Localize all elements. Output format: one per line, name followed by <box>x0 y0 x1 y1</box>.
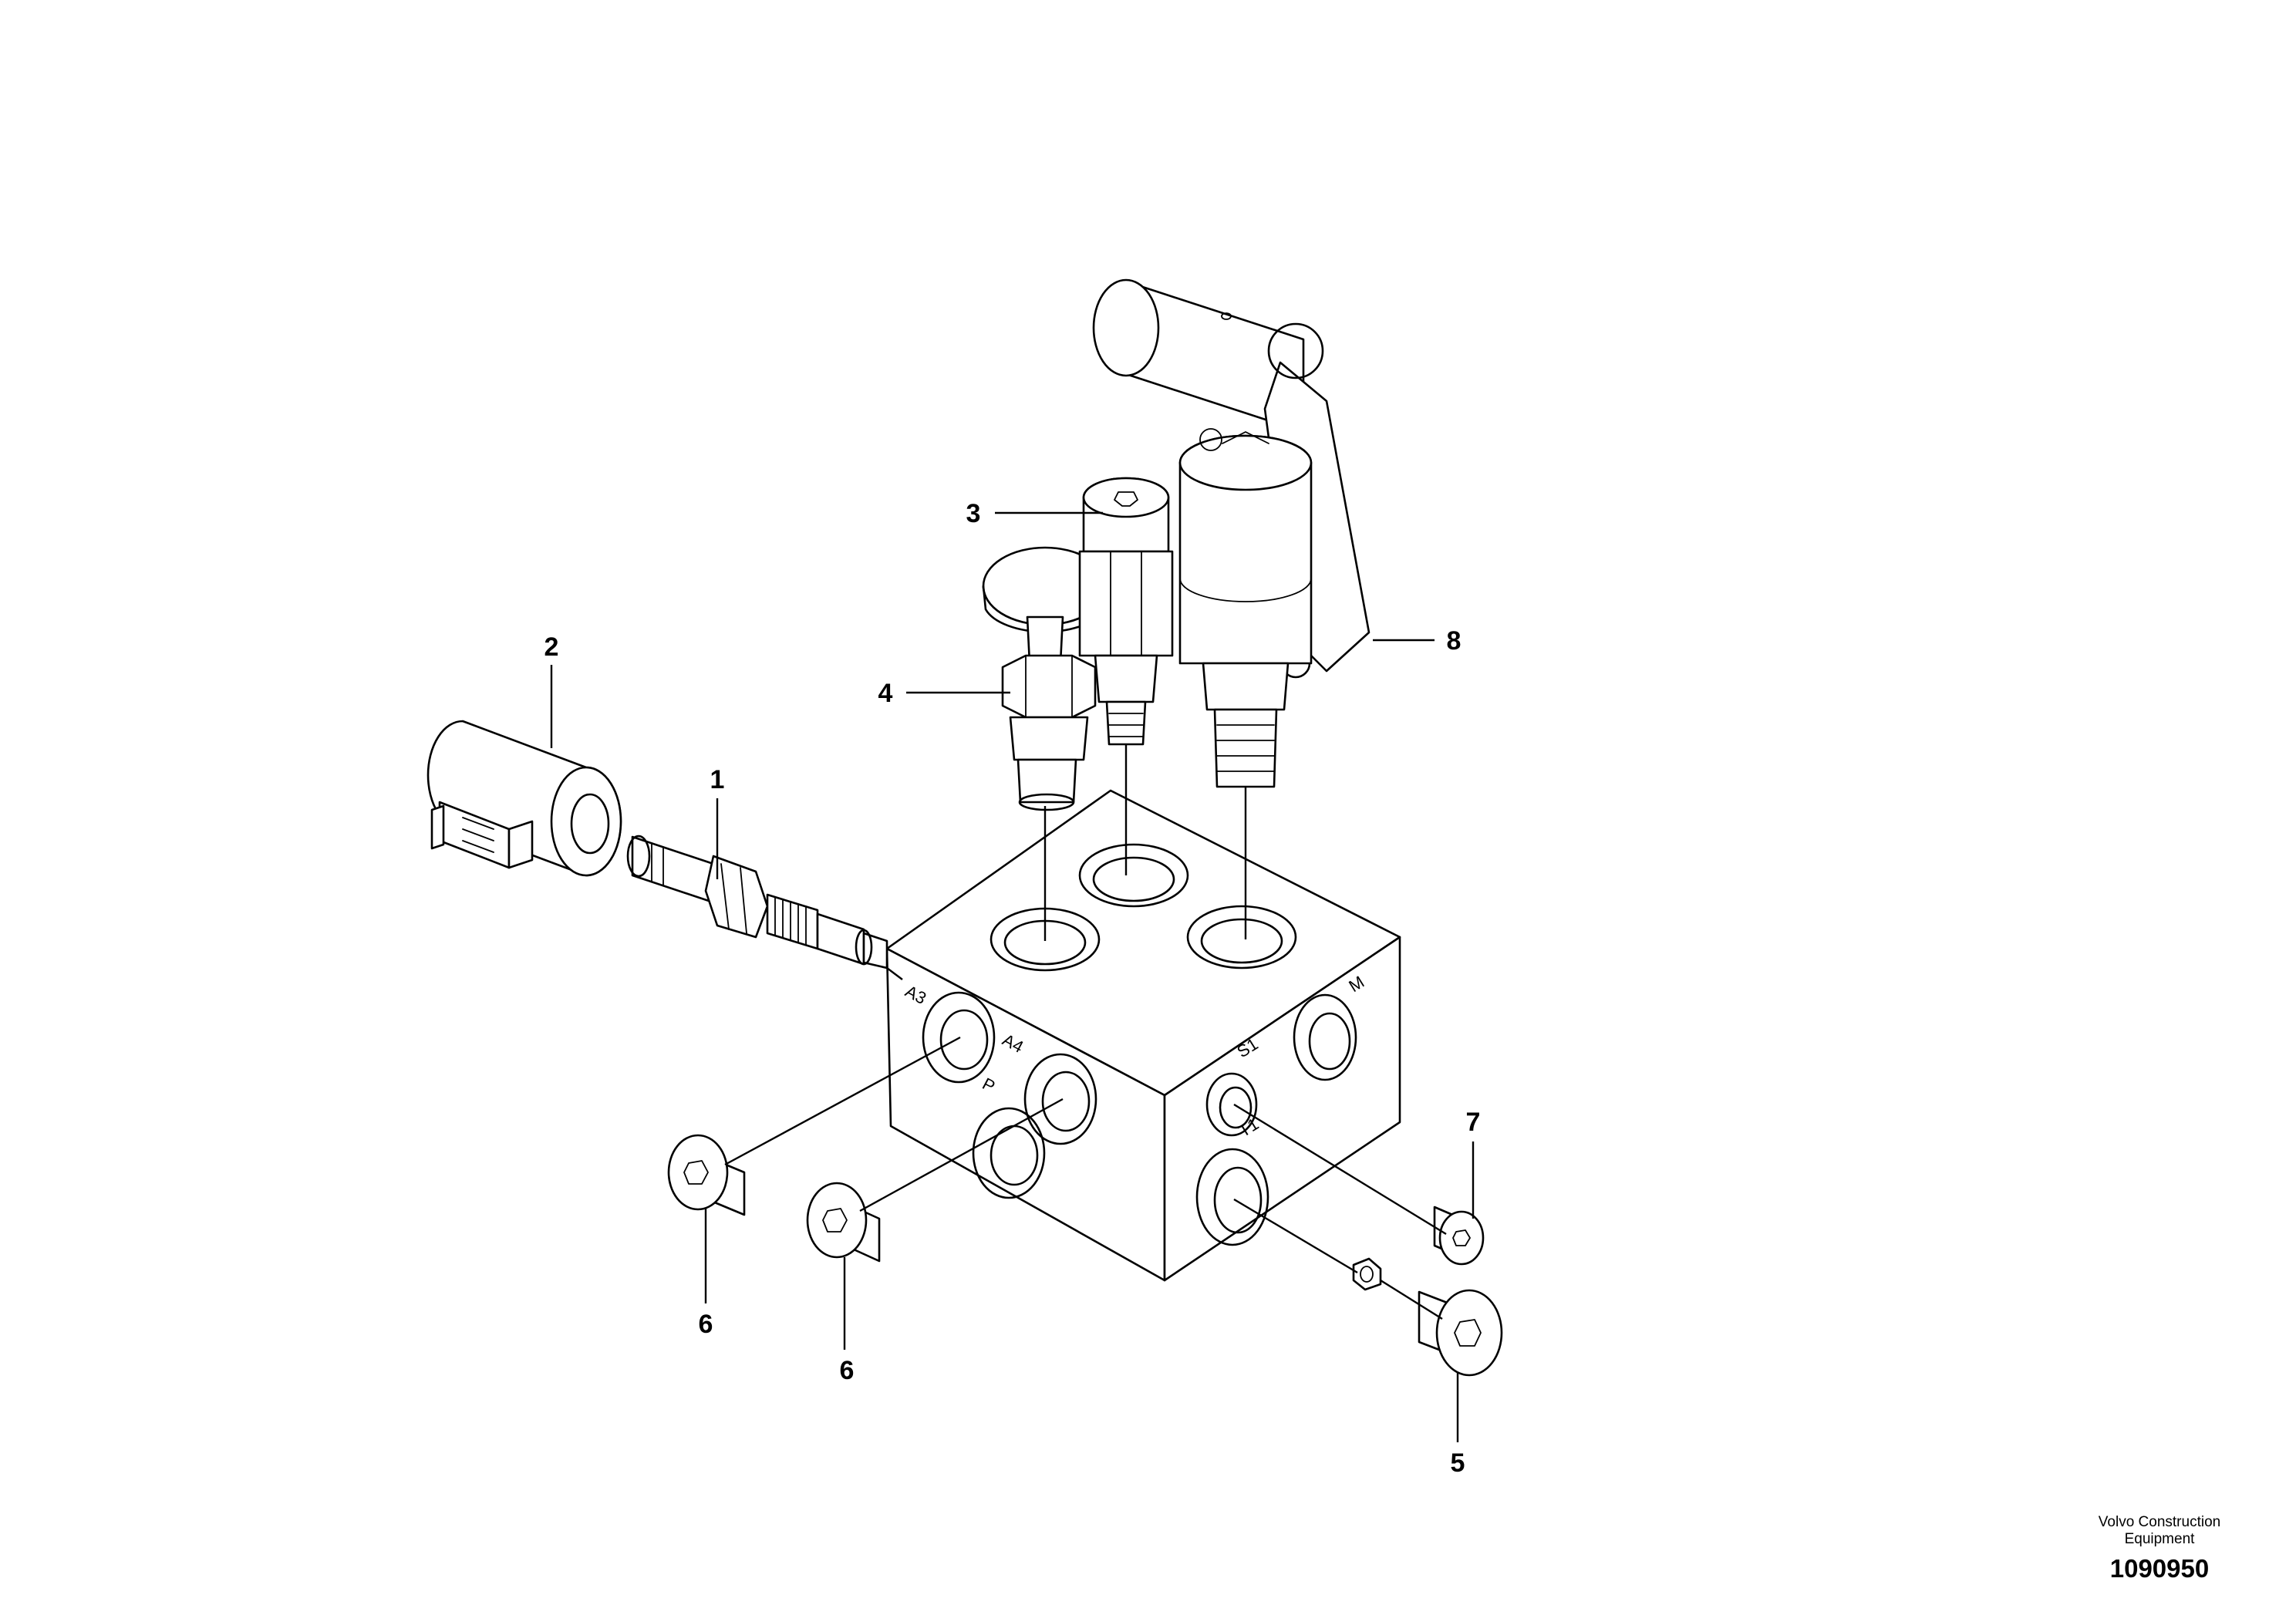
port-a4-bore <box>1023 1053 1097 1145</box>
top-bore-right <box>1186 905 1297 969</box>
leader-lines <box>550 511 1475 1442</box>
callout-8: 8 <box>1447 626 1462 656</box>
callout-7: 7 <box>1466 1108 1481 1137</box>
port-t1-bore <box>1195 1148 1269 1246</box>
top-bore-center <box>1078 843 1189 908</box>
hand-pump <box>1092 278 1371 788</box>
port-a3-bore <box>922 991 996 1084</box>
callout-6-left: 6 <box>699 1310 713 1339</box>
brand-label: Volvo Construction Equipment <box>2059 1514 2260 1548</box>
solenoid-coil <box>426 720 622 877</box>
plug-6-right <box>806 1182 881 1263</box>
callout-2: 2 <box>544 632 559 662</box>
seal-ring-5 <box>1352 1257 1382 1291</box>
brand-line-2: Equipment <box>2124 1531 2195 1547</box>
plug-6-left <box>667 1134 746 1216</box>
port-m-bore <box>1293 993 1357 1081</box>
callout-6-right: 6 <box>840 1356 855 1385</box>
callout-3: 3 <box>966 499 981 528</box>
plug-7 <box>1433 1206 1485 1266</box>
pressure-valve <box>1078 477 1174 746</box>
port-s1-bore <box>1205 1072 1258 1137</box>
push-button-valve <box>982 546 1108 811</box>
brand-line-1: Volvo Construction <box>2098 1514 2221 1530</box>
callout-5: 5 <box>1451 1448 1465 1478</box>
callout-4: 4 <box>878 679 893 708</box>
plug-5 <box>1418 1289 1503 1377</box>
valve-block: A3 A4 P S1 T1 M <box>885 789 1401 1282</box>
solenoid-cartridge <box>626 835 888 969</box>
callout-1: 1 <box>710 765 725 794</box>
drawing-number: 1090950 <box>2109 1554 2210 1583</box>
